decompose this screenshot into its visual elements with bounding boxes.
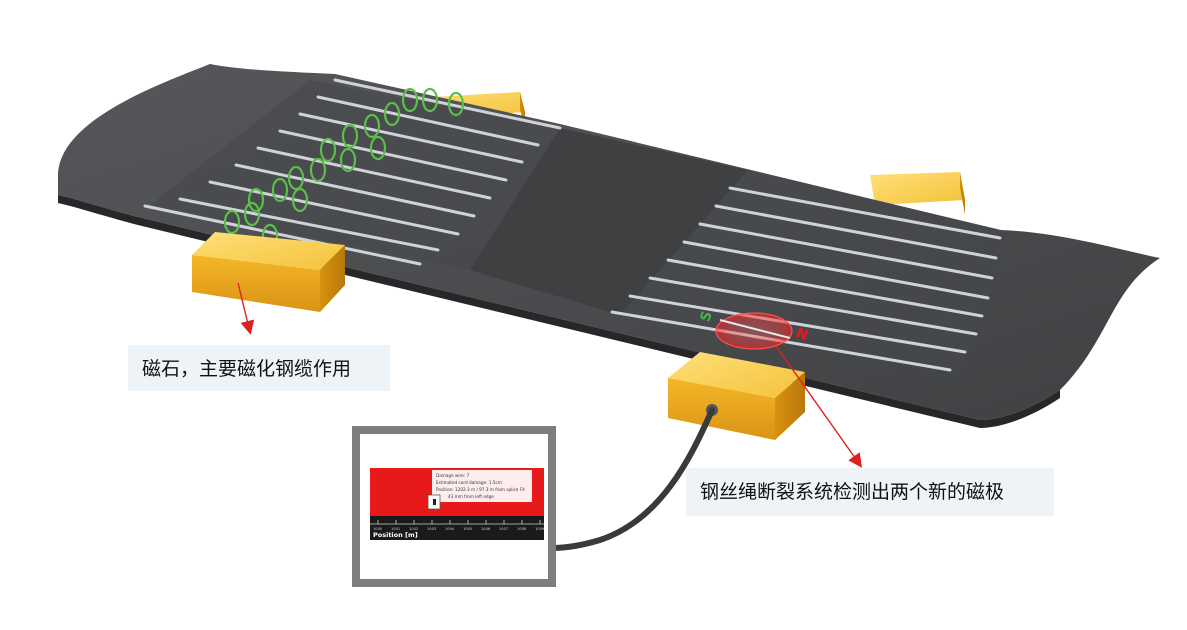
info-line-2: Estimated cord damage: 1.5cm xyxy=(436,480,502,485)
info-line-3: Position: 1202.3 m / 97.3 m from splice … xyxy=(436,487,525,492)
magnet-block-back-right xyxy=(870,172,965,215)
steel-cords-left xyxy=(143,78,562,266)
magnetic-field-indicator: S N xyxy=(697,309,810,350)
scale-tick-label: 1006 xyxy=(481,527,491,531)
magnetization-coils xyxy=(223,87,465,249)
scale-label: Position [m] xyxy=(373,531,418,539)
arrow-to-detect-callout xyxy=(775,345,863,468)
info-line-1: Damage wire: 7 xyxy=(436,473,470,478)
scale-tick-label: 1004 xyxy=(445,527,455,531)
arrow-to-magnet-callout xyxy=(237,282,255,335)
scale-tick-label: 1009 xyxy=(535,527,545,531)
magnet-callout: 磁石，主要磁化钢缆作用 xyxy=(128,345,390,391)
scale-tick-label: 1005 xyxy=(463,527,472,531)
position-scale-bar xyxy=(370,516,544,540)
steel-cords-right xyxy=(610,186,1002,372)
scale-tick-label: 1000 xyxy=(373,527,383,531)
sensor-cable xyxy=(549,407,715,551)
scale-tick-label: 1007 xyxy=(499,527,508,531)
pole-north-label: N xyxy=(794,325,810,344)
scale-tick-label: 1008 xyxy=(517,527,527,531)
scale-ticks: 1000 1001 1002 1003 1004 1005 1006 1007 1008 1009 xyxy=(373,520,545,531)
scale-tick-label: 1003 xyxy=(427,527,436,531)
detection-callout: 钢丝绳断裂系统检测出两个新的磁极 xyxy=(686,468,1054,516)
magnet-block-front-right xyxy=(668,352,805,440)
info-line-4: 43 mm from left edge xyxy=(448,494,494,499)
magnet-block-front-left xyxy=(192,232,345,312)
scale-tick-label: 1002 xyxy=(409,527,418,531)
scale-tick-label: 1001 xyxy=(391,527,400,531)
info-box xyxy=(432,470,532,502)
monitor-display: Damage wire: 7 Estimated cord damage: 1.… xyxy=(352,426,556,587)
